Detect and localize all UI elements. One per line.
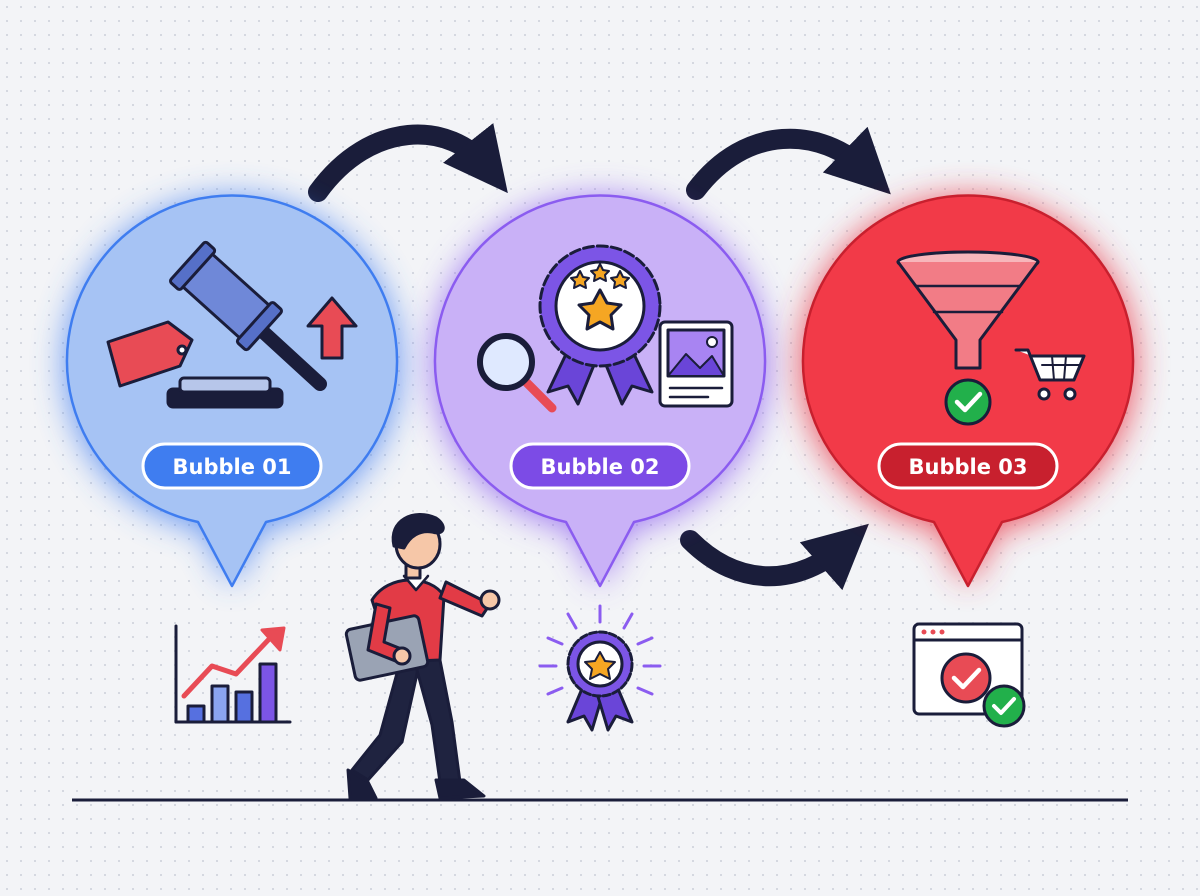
bubble-3: Bubble 03	[800, 194, 1136, 588]
award-medal-icon	[538, 604, 662, 732]
bubble-2-shape	[433, 194, 767, 588]
bubble-1-badge: Bubble 01	[141, 442, 323, 490]
growth-bar-chart-icon	[174, 624, 292, 724]
bubble-3-badge: Bubble 03	[877, 442, 1059, 490]
bubble-3-label: Bubble 03	[909, 455, 1028, 479]
gavel-price-tag-icon	[106, 240, 358, 409]
arrow-2-to-3-bottom	[680, 523, 869, 591]
verified-browser-window-icon	[912, 622, 1026, 728]
flow-arrows	[308, 123, 891, 591]
bubble-2: Bubble 02	[432, 194, 768, 588]
arrow-1-to-2	[308, 123, 508, 202]
bubble-1-label: Bubble 01	[173, 455, 292, 479]
bubble-2-label: Bubble 02	[541, 455, 660, 479]
bubble-1: Bubble 01	[64, 194, 400, 588]
arrow-2-to-3-top	[686, 126, 891, 200]
award-ribbon-icon	[477, 244, 734, 413]
bubble-2-badge: Bubble 02	[509, 442, 691, 490]
sales-funnel-icon	[896, 250, 1086, 426]
walking-person-figure	[344, 513, 501, 800]
